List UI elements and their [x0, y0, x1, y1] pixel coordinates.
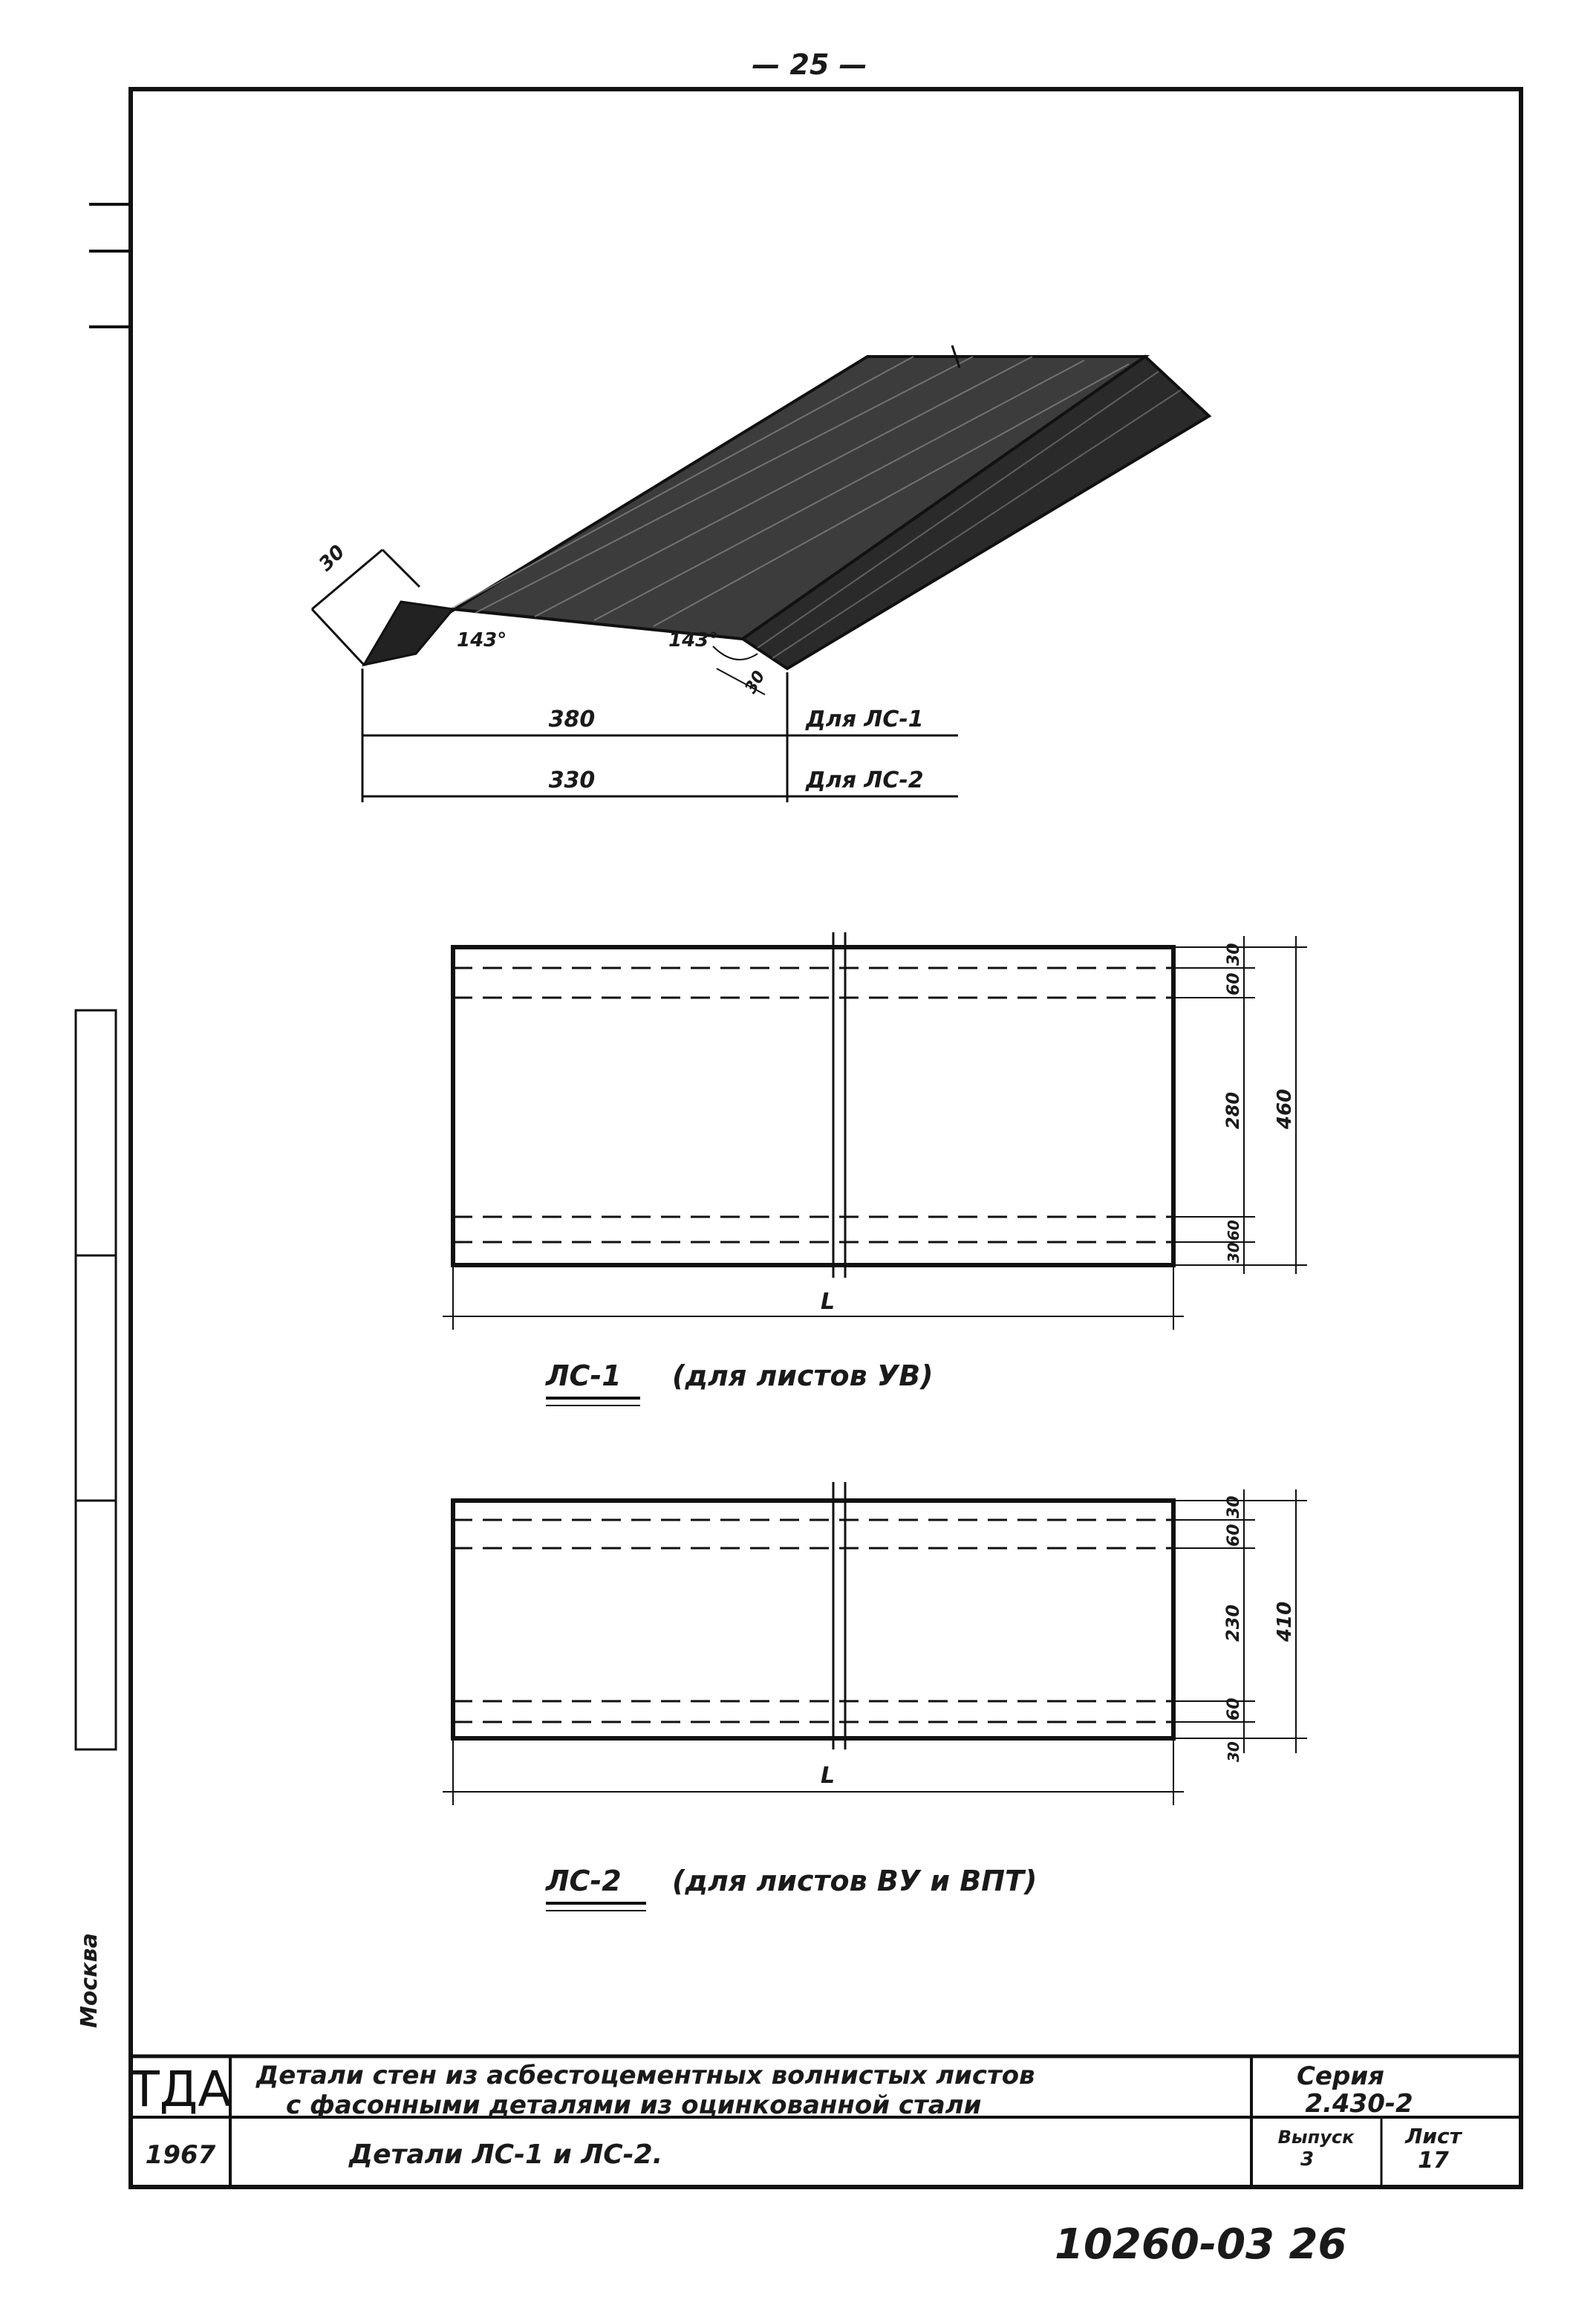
- sheet-label: Лист: [1404, 2124, 1462, 2148]
- margin-city-label: Москва: [76, 1933, 102, 2028]
- ls2-dim-4: 60: [1225, 1697, 1243, 1720]
- subtitle: Детали ЛС-1 и ЛС-2.: [348, 2139, 662, 2170]
- ls1-caption-code: ЛС-1: [545, 1359, 622, 1392]
- org-code: ТДА: [128, 2061, 231, 2118]
- dim-ls2-label: Для ЛС-2: [805, 767, 924, 793]
- angle-left: 143°: [457, 629, 507, 651]
- ls2-dim-overall: 410: [1274, 1602, 1296, 1642]
- ls1-caption-rest: (для листов УВ): [672, 1359, 934, 1392]
- ls2-length: L: [821, 1763, 835, 1789]
- isometric-left-lip: [361, 600, 455, 667]
- title-block: ТДА Детали стен из асбестоцементных волн…: [128, 2054, 1521, 2187]
- issue-value: 3: [1300, 2148, 1314, 2171]
- ls1-dim-2: 60: [1225, 972, 1243, 995]
- plan-ls2-outline: [451, 1498, 1176, 1741]
- plan-ls1-outline: [451, 945, 1176, 1267]
- ls2-dim-3: 230: [1222, 1605, 1243, 1642]
- ls2-dim-2: 60: [1225, 1524, 1243, 1547]
- issue-label: Выпуск: [1278, 2127, 1355, 2148]
- ls1-dim-overall: 460: [1274, 1089, 1296, 1130]
- ls2-dim-1: 30: [1225, 1495, 1243, 1518]
- title-line-1: Детали стен из асбестоцементных волнисты…: [255, 2061, 1035, 2090]
- dim-edge: 30: [315, 541, 350, 576]
- page-number: — 25 —: [752, 48, 867, 81]
- series-value: 2.430-2: [1305, 2089, 1413, 2119]
- margin-ticks: [89, 203, 131, 328]
- ls1-dim-4: 60: [1225, 1220, 1242, 1241]
- isometric-dimensions: 380 Для ЛС-1 330 Для ЛС-2: [361, 669, 958, 802]
- ls1-dim-5: 30: [1225, 1242, 1242, 1263]
- series-label: Серия: [1297, 2061, 1384, 2091]
- title-line-2: с фасонными деталями из оцинкованной ста…: [286, 2090, 981, 2120]
- sheet-value: 17: [1418, 2148, 1449, 2174]
- dim-ls1-label: Для ЛС-1: [805, 706, 924, 732]
- ls2-caption-code: ЛС-2: [545, 1865, 622, 1897]
- plan-ls2: 30 60 230 60 30 410 L: [443, 1482, 1307, 1805]
- dim-ls2-width: 330: [549, 767, 596, 793]
- ls2-caption-rest: (для листов ВУ и ВПТ): [672, 1865, 1037, 1897]
- sheet-frame: [128, 87, 1523, 2189]
- ls1-dim-1: 30: [1225, 943, 1243, 966]
- year: 1967: [146, 2140, 216, 2170]
- binding-strip: [74, 1009, 117, 1751]
- angle-right: 143°: [668, 629, 718, 651]
- ls1-length: L: [821, 1289, 835, 1315]
- ls2-dim-5: 30: [1225, 1741, 1242, 1762]
- plan-ls1: 30 60 280 60 30 460 L: [443, 932, 1307, 1330]
- isometric-view: 30 143° 143° 30: [310, 345, 1212, 697]
- dim-ls1-width: 380: [549, 706, 596, 732]
- archive-stamp: 10260-03 26: [1055, 2220, 1346, 2269]
- ls1-dim-3: 280: [1222, 1092, 1243, 1129]
- isometric-right-face: [740, 354, 1212, 671]
- dim-lip: 30: [742, 668, 769, 697]
